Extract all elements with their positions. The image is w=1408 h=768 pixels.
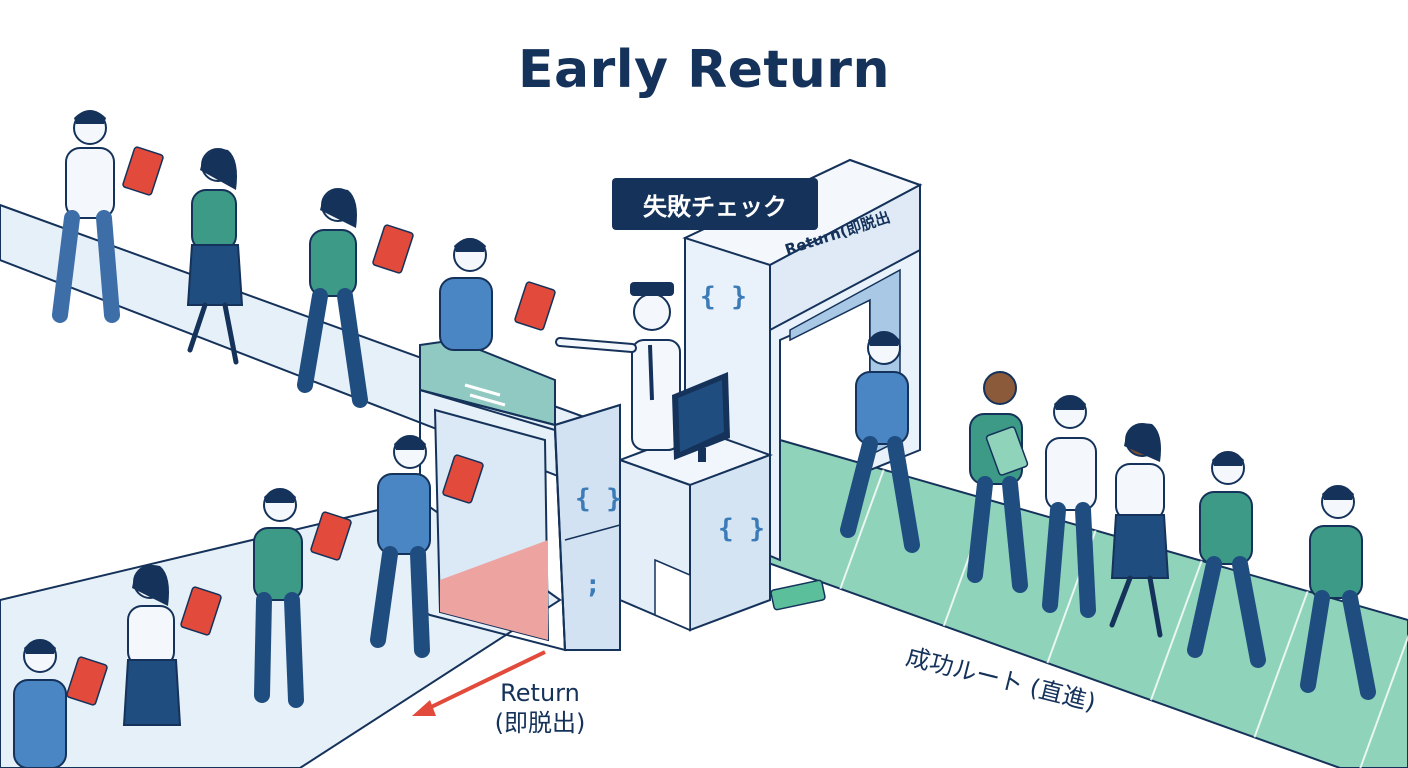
person-success-1 <box>840 331 920 553</box>
code-semicolon-symbol: ; <box>585 570 601 600</box>
monitor <box>672 372 730 462</box>
dropped-success-ticket <box>770 579 826 611</box>
person-exiting-1 <box>370 435 484 658</box>
person-incoming-4 <box>439 238 556 351</box>
code-brace-symbol-1: { } <box>700 282 747 312</box>
inspector-person <box>555 282 681 451</box>
return-exit-caption-line2: (即脱出) <box>494 709 586 737</box>
inspector-desk <box>617 428 773 632</box>
person-incoming-2 <box>186 148 244 365</box>
failure-check-label: 失敗チェック <box>612 178 818 230</box>
person-success-6 <box>1300 485 1376 700</box>
success-people <box>840 331 1376 700</box>
person-success-4 <box>1109 423 1170 638</box>
person-success-3 <box>1042 395 1097 618</box>
person-exiting-4 <box>13 639 108 768</box>
person-exiting-3 <box>122 564 222 726</box>
person-exiting-2 <box>253 488 352 708</box>
return-exit-caption: Return (即脱出) <box>470 678 610 738</box>
return-exit-caption-line1: Return <box>500 679 580 707</box>
person-success-2 <box>967 371 1029 593</box>
code-brace-symbol-3: { } <box>718 514 765 544</box>
person-incoming-3 <box>297 188 414 408</box>
code-brace-symbol-2: { } <box>575 484 622 514</box>
page-title: Early Return <box>518 40 890 100</box>
return-exit-arrow <box>412 650 546 716</box>
exiting-people <box>13 435 484 768</box>
person-incoming-1 <box>52 110 164 323</box>
incoming-people <box>52 110 556 408</box>
person-success-5 <box>1187 451 1266 668</box>
